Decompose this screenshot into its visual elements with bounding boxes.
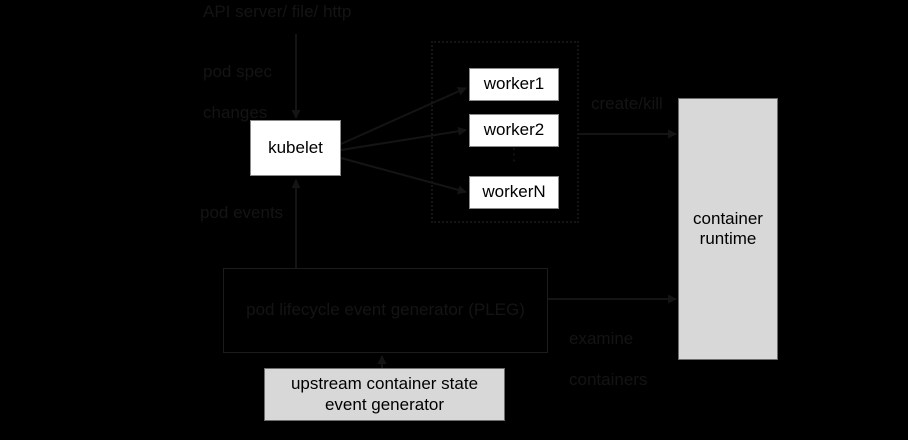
container-runtime-label-line2: runtime: [699, 229, 757, 248]
label-create-kill: create/kill: [591, 94, 663, 113]
label-pod-events: pod events: [200, 203, 284, 222]
node-upstream-container-state-event-generator[interactable]: upstream container state event generator: [264, 368, 505, 421]
node-pleg[interactable]: pod lifecycle event generator (PLEG): [223, 268, 548, 353]
examine-containers-line1: examine: [569, 329, 634, 349]
node-worker1[interactable]: worker1: [469, 68, 559, 101]
container-runtime-label-line1: container: [693, 208, 763, 228]
pod-spec-changes-line1: pod spec: [203, 62, 272, 82]
node-container-runtime[interactable]: container runtime: [678, 98, 778, 360]
node-worker2[interactable]: worker2: [469, 114, 559, 147]
worker-ellipsis-icon: ⋮: [505, 145, 523, 164]
label-examine-containers: examine containers: [569, 309, 647, 391]
pod-workers-group-boundary: [431, 41, 579, 223]
label-pod-spec-changes: pod spec changes: [203, 42, 272, 124]
upstream-generator-label-line1: upstream container state: [290, 374, 479, 394]
label-api-server-file-http: API server/ file/ http: [203, 2, 352, 21]
node-workerN[interactable]: workerN: [469, 176, 559, 209]
examine-containers-line2: containers: [569, 370, 648, 390]
pod-spec-changes-line2: changes: [203, 103, 268, 123]
node-kubelet[interactable]: kubelet: [250, 120, 341, 176]
upstream-generator-label-line2: event generator: [324, 394, 445, 414]
